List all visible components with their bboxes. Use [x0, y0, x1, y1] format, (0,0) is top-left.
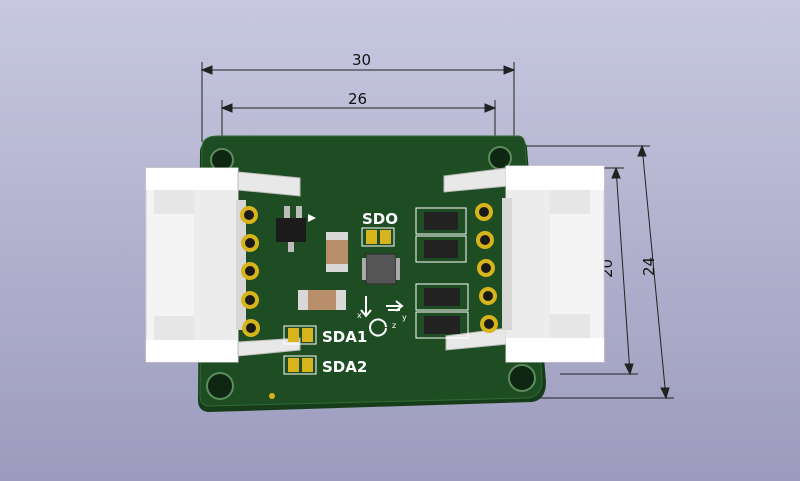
jumper-sdo	[361, 227, 395, 247]
dim-top-inner: 26	[348, 90, 367, 108]
axis-label-x: x	[357, 311, 362, 320]
axis-label-y: y	[402, 313, 407, 322]
capacitor-c1	[326, 232, 348, 272]
right-pin-pads	[475, 203, 498, 333]
voltage-regulator-chip	[276, 206, 316, 252]
axis-label-z: z	[392, 321, 396, 330]
dimension-lines	[200, 62, 674, 400]
label-sda1: SDA1	[322, 328, 367, 346]
axis-markers	[360, 296, 404, 337]
dim-top-outer: 30	[352, 51, 371, 69]
label-sda2: SDA2	[322, 358, 367, 376]
mounting-holes	[206, 146, 536, 400]
label-sdo: SDO	[362, 210, 398, 228]
dim-right-outer: 24	[640, 257, 658, 276]
capacitor-c2	[298, 290, 346, 310]
right-connector	[443, 165, 605, 363]
sensor-ic	[362, 253, 400, 285]
resistor-arrays	[415, 207, 469, 339]
left-connector	[145, 167, 301, 363]
jumper-sda1	[283, 325, 317, 345]
left-pin-pads	[240, 206, 260, 337]
jumper-sda2	[283, 355, 317, 375]
via	[269, 393, 275, 399]
